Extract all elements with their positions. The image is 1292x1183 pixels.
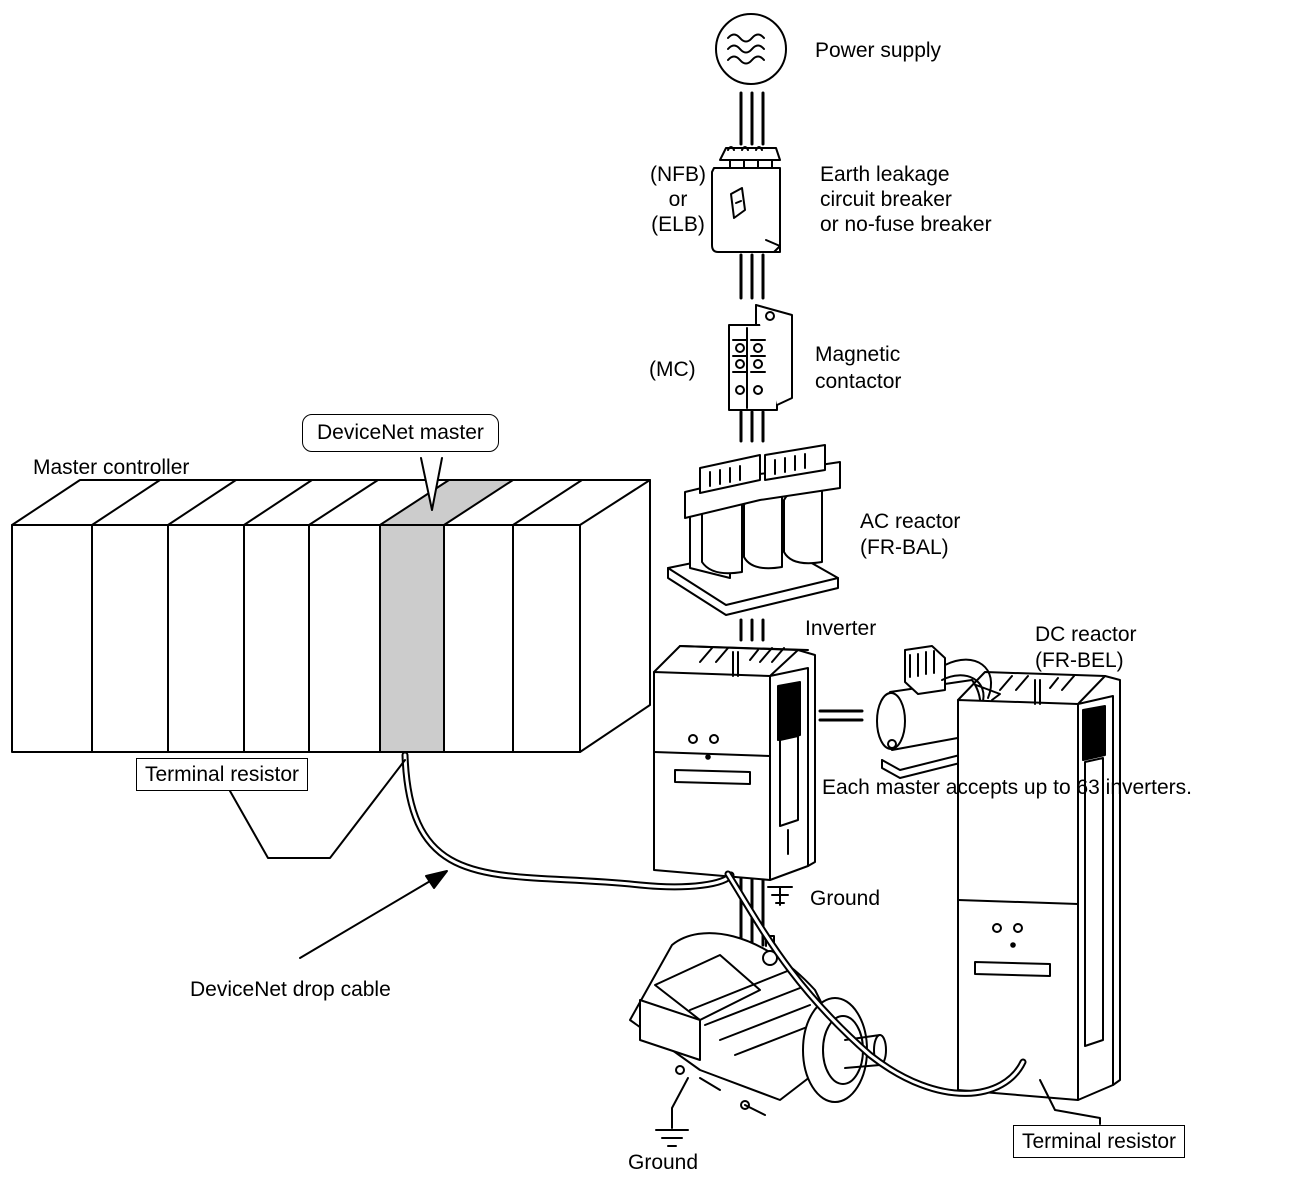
devicenet-master-callout: DeviceNet master: [302, 414, 499, 452]
terminal-resistor-right-label: Terminal resistor: [1013, 1125, 1186, 1158]
or-label: or: [668, 188, 688, 211]
inverter-second-icon: [957, 671, 1121, 1101]
contactor-label-line2: contactor: [815, 370, 902, 393]
devicenet-cable: [401, 751, 1027, 1097]
motor-ground-label: Ground: [628, 1151, 699, 1174]
capacity-note: Each master accepts up to 63 inverters.: [822, 776, 1193, 799]
motor-icon: [629, 932, 887, 1147]
terminal-resistor-left-label: Terminal resistor: [136, 758, 309, 791]
master-controller-rack: [11, 479, 651, 753]
contactor-label-line1: Magnetic: [815, 343, 901, 366]
ac-reactor-icon: [667, 444, 841, 616]
inverter-ground-label: Ground: [810, 887, 881, 910]
callout-leaders: [229, 457, 1101, 1125]
inverter-main-icon: [653, 645, 864, 881]
breaker-label-line1: Earth leakage: [820, 163, 950, 186]
ac-reactor-label-line2: (FR-BAL): [860, 536, 949, 559]
breaker-icon: [711, 146, 781, 253]
drop-cable-arrow: [299, 870, 448, 959]
power-supply-label: Power supply: [815, 39, 942, 62]
magnetic-contactor-icon: [728, 304, 793, 411]
inverter-label: Inverter: [805, 617, 877, 640]
breaker-label-line2: circuit breaker: [820, 188, 952, 211]
mc-label: (MC): [649, 358, 696, 381]
dc-reactor-label-line2: (FR-BEL): [1035, 649, 1124, 672]
nfb-label: (NFB): [650, 163, 706, 186]
master-controller-label: Master controller: [33, 456, 190, 479]
drop-cable-label: DeviceNet drop cable: [190, 978, 391, 1001]
elb-label: (ELB): [651, 213, 705, 236]
power-supply-icon: [715, 13, 787, 85]
ac-reactor-label-line1: AC reactor: [860, 510, 961, 533]
breaker-label-line3: or no-fuse breaker: [820, 213, 992, 236]
dc-reactor-label-line1: DC reactor: [1035, 623, 1137, 646]
